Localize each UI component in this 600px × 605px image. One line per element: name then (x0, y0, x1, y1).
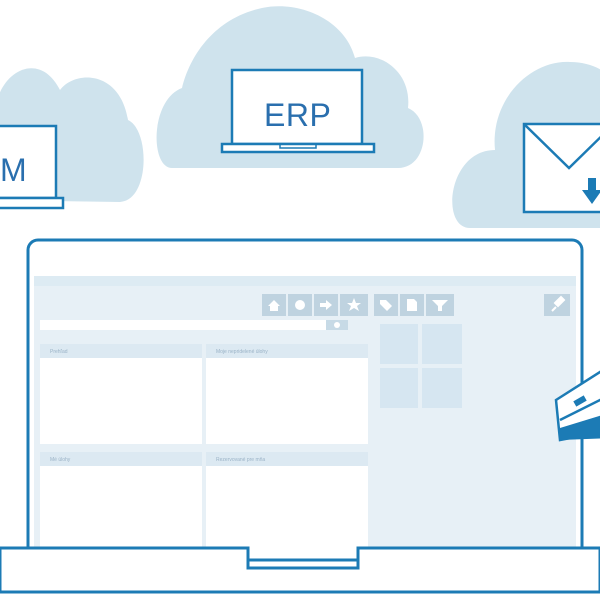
cloud-left-label: M (0, 152, 28, 188)
pin-icon (551, 295, 566, 312)
tile[interactable] (422, 324, 462, 364)
document-icon (407, 299, 417, 311)
laptop-main (26, 238, 584, 562)
laptop-left-icon (0, 124, 65, 210)
home-icon (268, 300, 280, 311)
scanner-device-icon (554, 370, 600, 442)
filter-icon (432, 300, 448, 311)
dashboard-panels (40, 344, 368, 550)
cloud-center-label: ERP (264, 97, 332, 133)
tag-icon (380, 300, 392, 311)
cloud-right (452, 61, 600, 228)
clock-icon (295, 300, 305, 310)
star-icon (347, 298, 361, 311)
envelope-download-icon (522, 122, 600, 214)
tile[interactable] (422, 368, 462, 408)
panel-title-reserved: Rezervované pre mňa (216, 457, 266, 463)
search-icon (334, 322, 340, 328)
cloud-left (0, 68, 144, 210)
cloud-center (156, 6, 424, 168)
tile[interactable] (380, 368, 418, 408)
arrow-right-icon (320, 300, 332, 310)
laptop-base (0, 546, 600, 594)
tile[interactable] (380, 324, 418, 364)
panel-title-unassigned: Moje nepridelené úlohy (216, 349, 268, 355)
panel-title-overview: Prehľad (50, 349, 68, 355)
toolbar (262, 294, 570, 316)
panel-title-my-tasks: Mé úlohy (50, 457, 71, 463)
laptop-erp-icon (220, 68, 376, 154)
search-input[interactable] (40, 320, 348, 330)
tile-grid (380, 324, 462, 408)
